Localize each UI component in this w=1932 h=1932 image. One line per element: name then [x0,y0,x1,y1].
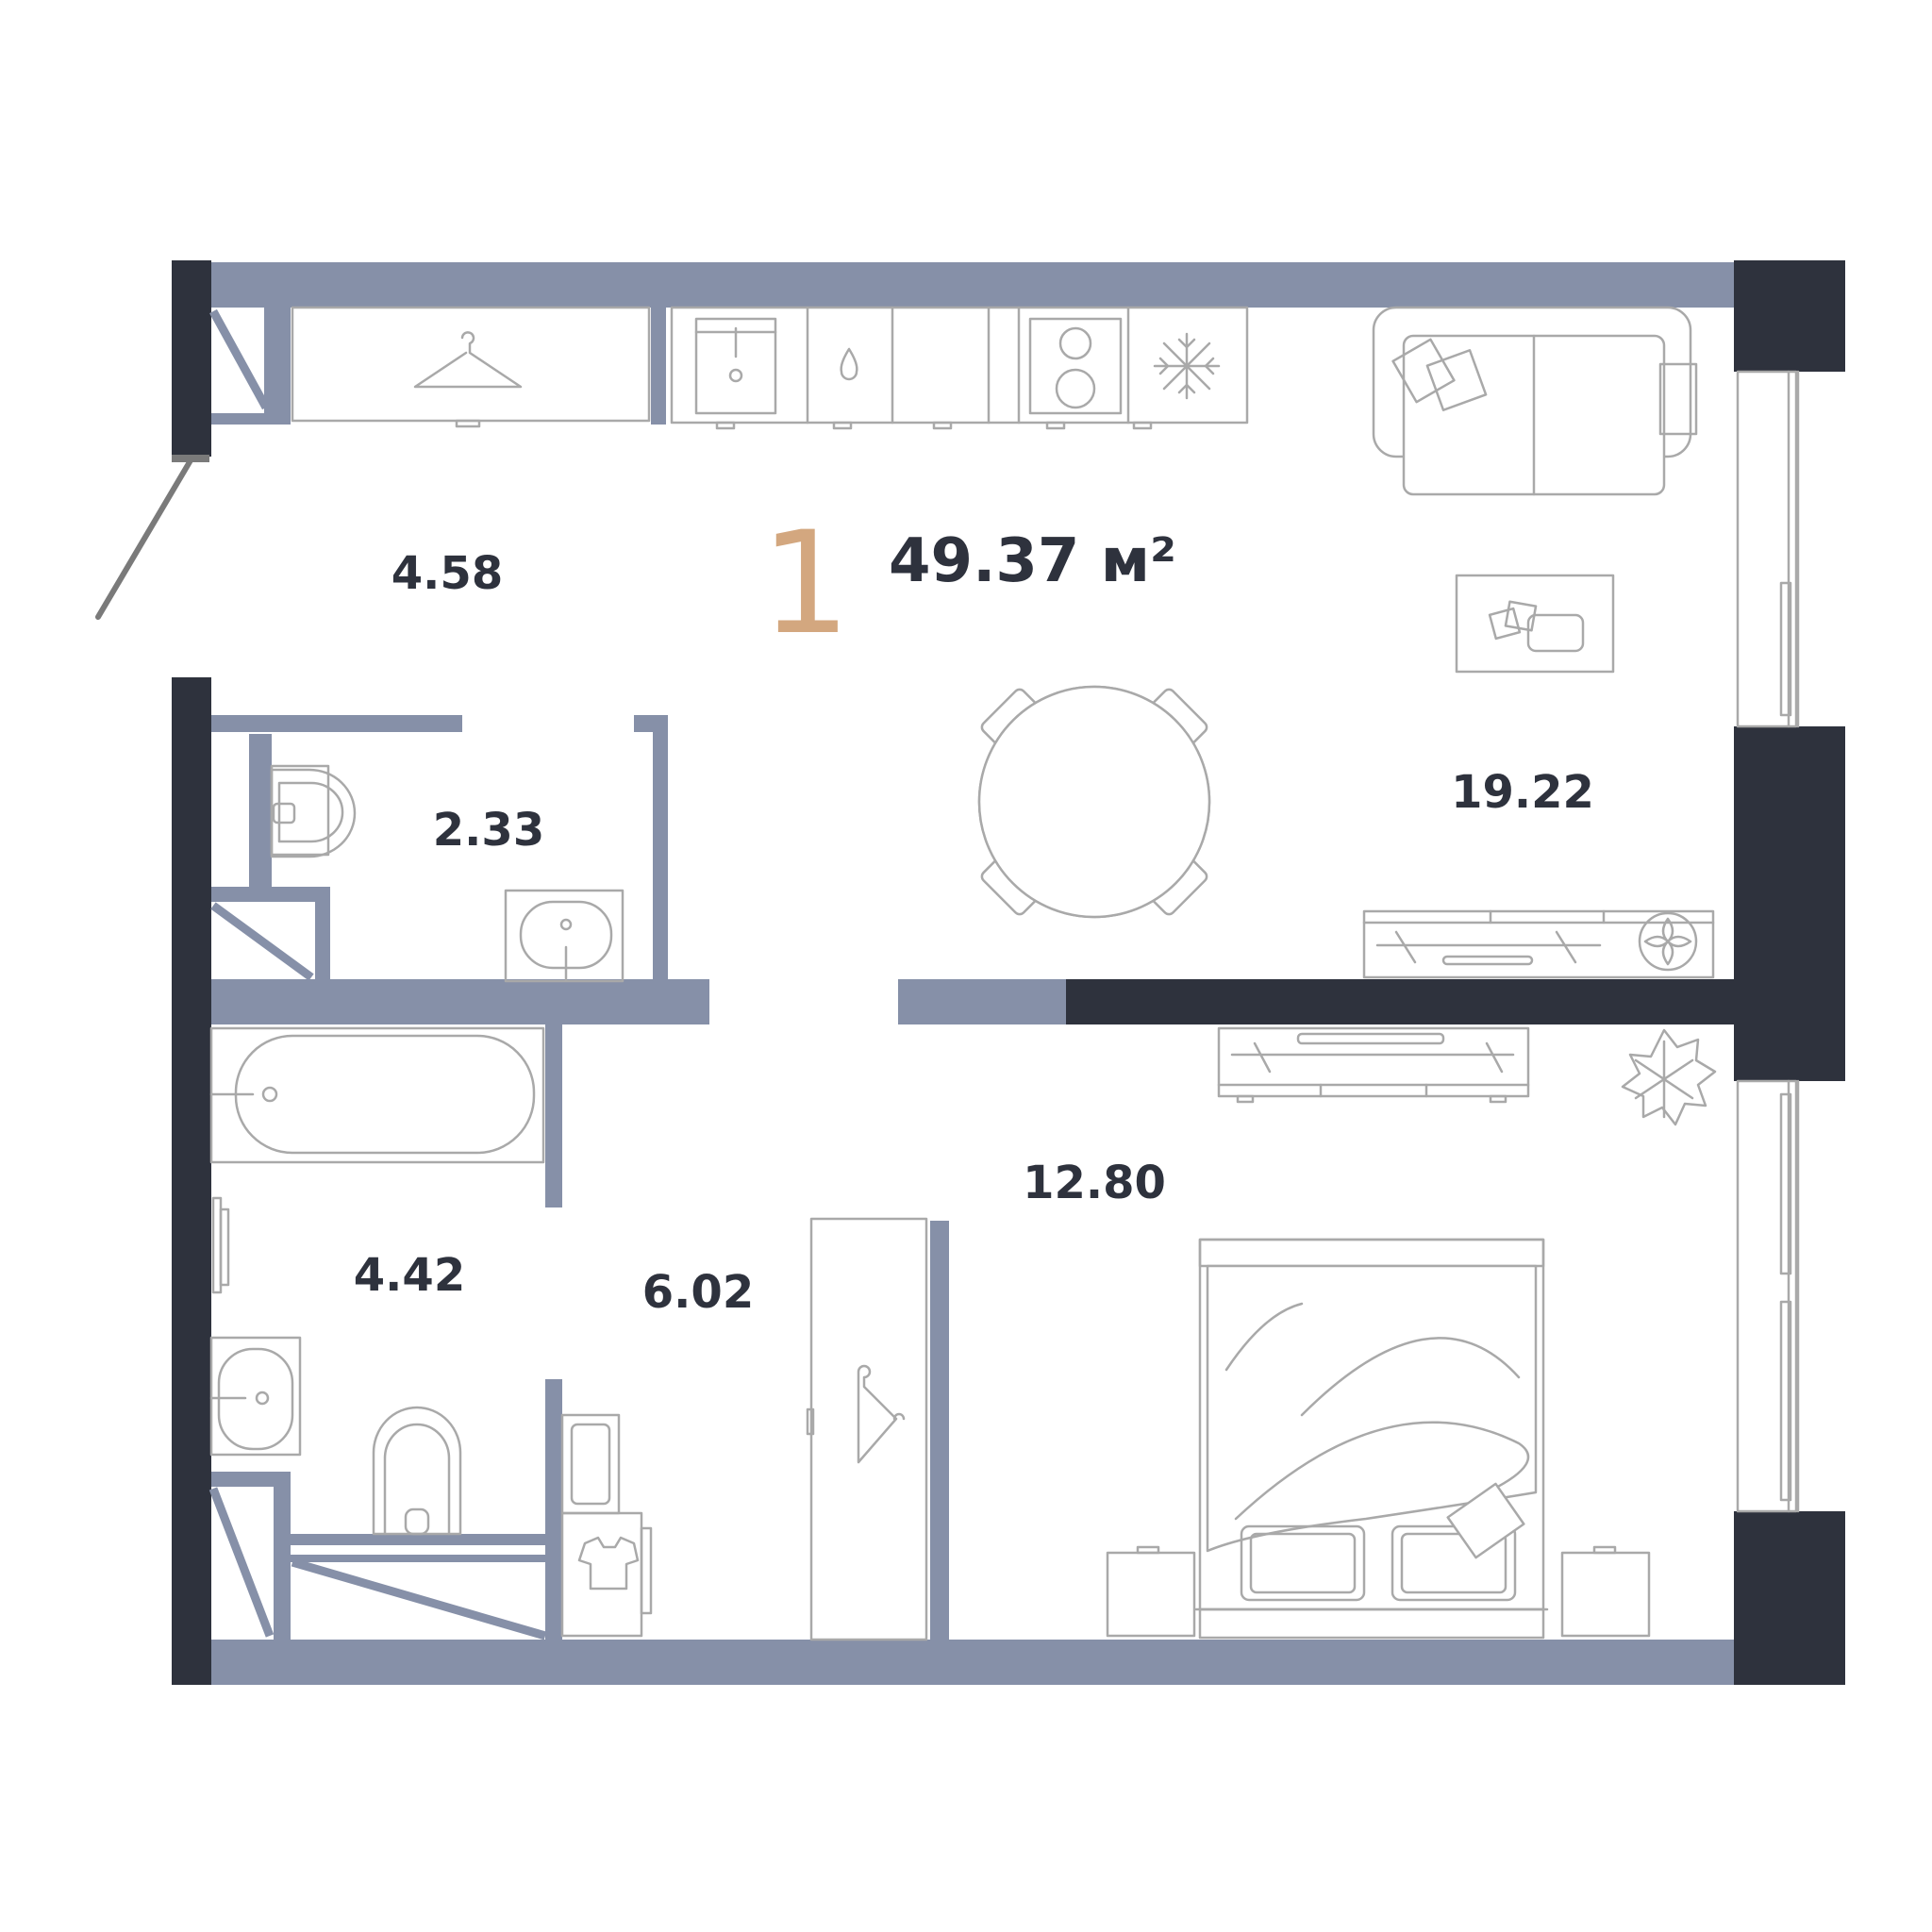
area-bathroom: 4.42 [354,1249,465,1302]
dining-table [977,685,1211,919]
dishwasher-icon [694,317,777,415]
area-hallway: 4.58 [391,547,503,600]
stove-icon [1028,317,1123,415]
sofa [1372,306,1698,496]
plant-icon [1638,911,1698,972]
area-corridor: 6.02 [642,1266,754,1319]
windows [1736,370,1800,1513]
bath-toilet-icon [372,1406,462,1536]
nightstand-right [1560,1551,1651,1638]
coffee-table [1455,574,1615,674]
area-living-kitchen: 19.22 [1451,766,1594,819]
bed-headboard [1198,1238,1545,1268]
room-areas: 4.58 2.33 19.22 6.02 4.42 12.80 [354,547,1594,1319]
toilet-icon [270,768,357,858]
plan-summary: 1 49.37 м² [760,502,1176,666]
bedroom-furniture [1106,1026,1717,1640]
bathtub-icon [234,1034,536,1155]
structural-walls [172,260,1845,1685]
hanger-icon [413,331,523,389]
entrance-door [95,455,209,620]
total-area: 49.37 м² [889,526,1176,596]
snowflake-icon [1153,332,1221,400]
sink-drop-icon [840,347,858,381]
room-count: 1 [760,502,850,666]
area-toilet: 2.33 [433,804,544,857]
nightstand-left [1106,1551,1196,1638]
laundry-shirt-icon [577,1536,640,1591]
interior-walls [200,262,1740,1685]
tv-stand-bedroom [1217,1026,1530,1098]
kitchen-counter [670,306,1249,430]
sink-icon [504,889,625,983]
plant-icon-bedroom [1621,1028,1717,1126]
area-bedroom: 12.80 [1023,1157,1166,1209]
tv-stand-living [1362,909,1715,979]
corridor-wardrobe [806,1217,928,1641]
door-swings [208,308,547,1641]
toilet-room-fixtures [270,764,625,983]
hallway-wardrobe [291,306,651,428]
bathroom-fixtures [209,1026,653,1638]
hanger-icon-2 [857,1364,898,1464]
